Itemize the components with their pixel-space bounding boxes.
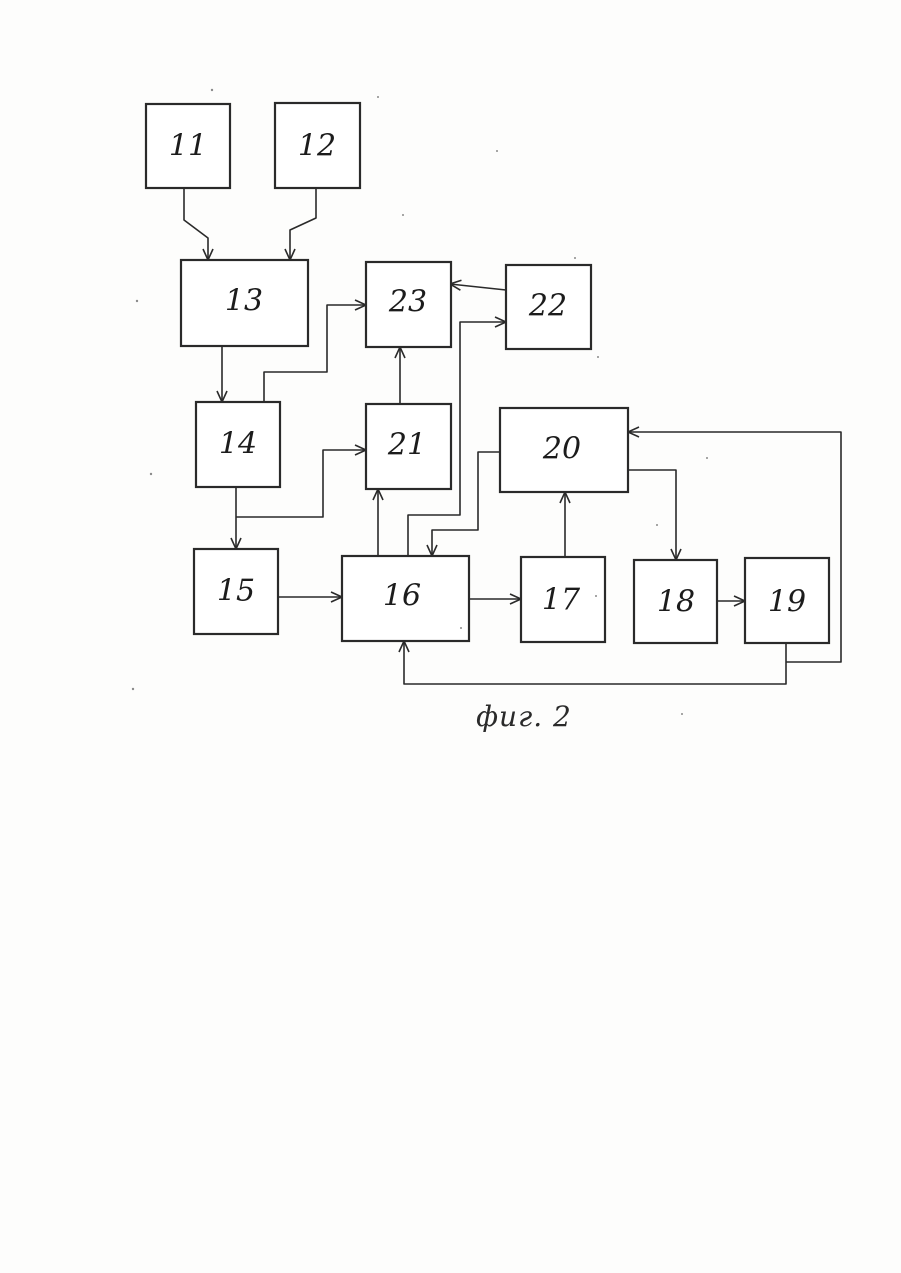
block-14-label: 14 [219,427,257,462]
block-13: 13 [181,260,308,346]
block-21-label: 21 [387,428,426,463]
wire-22-to-23 [450,284,506,290]
block-14: 14 [196,402,280,487]
block-19-label: 19 [768,585,806,620]
wire-12-to-13 [290,188,316,260]
block-16: 16 [342,556,469,641]
block-23-label: 23 [388,285,427,320]
block-22-label: 22 [528,289,567,324]
block-19: 19 [745,558,829,643]
block-18-label: 18 [657,585,695,620]
wire-11-to-13 [184,188,208,260]
block-13-label: 13 [225,284,263,319]
block-18: 18 [634,560,717,643]
block-17-label: 17 [542,583,581,618]
block-12: 12 [275,103,360,188]
block-11: 11 [146,104,230,188]
wire-19-to-16 [404,641,786,684]
block-16-label: 16 [383,579,421,614]
block-20-label: 20 [542,432,581,467]
figure-caption: фиг. 2 [476,700,572,733]
block-12-label: 12 [298,129,336,164]
block-15: 15 [194,549,278,634]
block-22: 22 [506,265,591,349]
block-21: 21 [366,404,451,489]
wire-20-to-18 [628,470,676,560]
block-23: 23 [366,262,451,347]
block-17: 17 [521,557,605,642]
block-20: 20 [500,408,628,492]
block-15-label: 15 [217,574,255,609]
block-11-label: 11 [169,129,207,164]
